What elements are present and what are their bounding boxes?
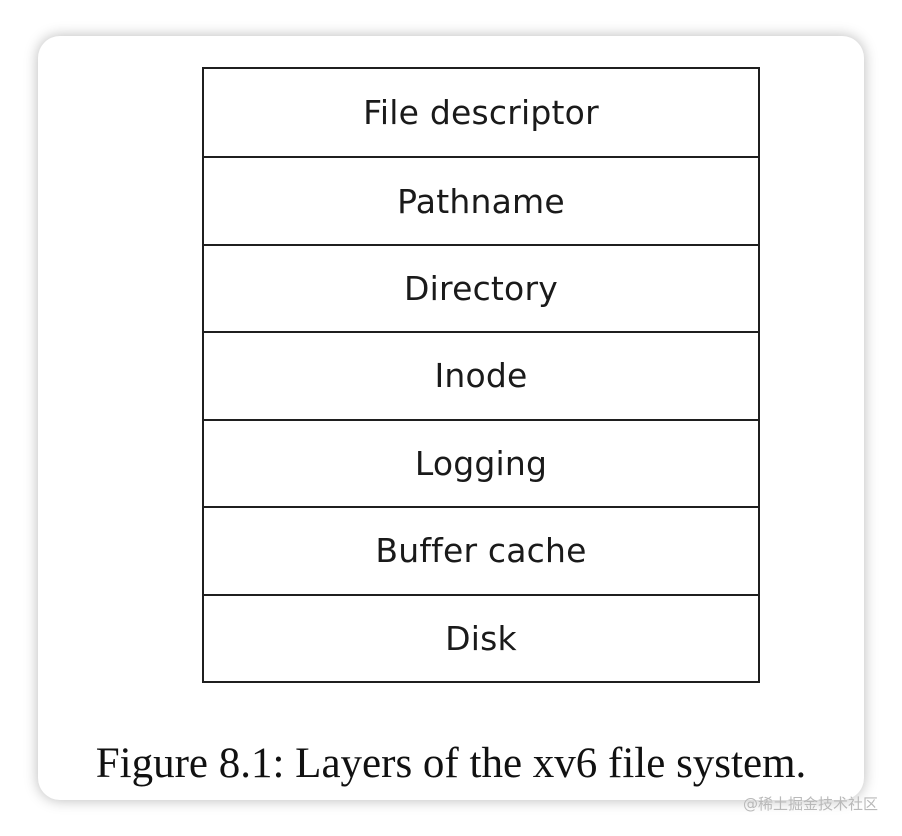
layer-disk: Disk	[204, 593, 758, 681]
layer-logging: Logging	[204, 418, 758, 506]
layer-buffer-cache: Buffer cache	[204, 506, 758, 593]
layer-inode: Inode	[204, 331, 758, 418]
layer-stack: File descriptor Pathname Directory Inode…	[202, 67, 760, 683]
figure-caption: Figure 8.1: Layers of the xv6 file syste…	[95, 740, 807, 787]
watermark: @稀土掘金技术社区	[742, 795, 878, 813]
layer-file-descriptor: File descriptor	[363, 93, 599, 133]
layer-pathname: Pathname	[204, 156, 758, 243]
layer-directory: Directory	[204, 243, 758, 331]
